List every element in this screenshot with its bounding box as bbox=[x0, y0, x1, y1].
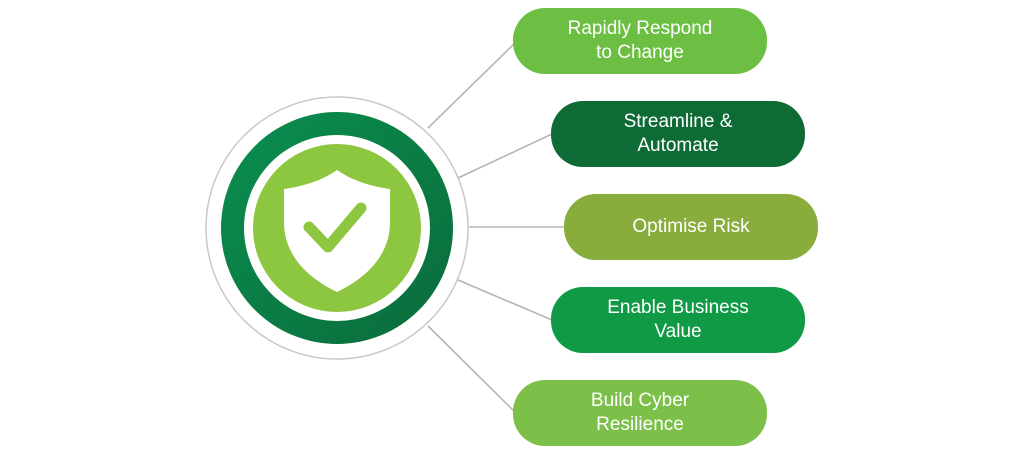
shield-check-icon bbox=[284, 170, 390, 292]
pill-label: Rapidly Respond to Change bbox=[567, 18, 713, 63]
connector-line-5 bbox=[427, 325, 517, 414]
pill-build-cyber-resilience: Build Cyber Resilience bbox=[513, 380, 767, 446]
pill-label: Build Cyber Resilience bbox=[590, 390, 690, 435]
pill-label: Enable Business Value bbox=[607, 297, 749, 342]
pill-label: Streamline & Automate bbox=[623, 111, 733, 156]
center-emblem bbox=[205, 96, 469, 360]
pill-rapidly-respond: Rapidly Respond to Change bbox=[513, 8, 767, 74]
pill-enable-business-value: Enable Business Value bbox=[551, 287, 805, 353]
pill-optimise-risk: Optimise Risk bbox=[564, 194, 818, 260]
connector-lines bbox=[427, 41, 565, 414]
pill-label: Optimise Risk bbox=[632, 216, 750, 237]
connector-line-1 bbox=[427, 41, 517, 129]
connector-line-4 bbox=[457, 279, 553, 321]
pill-streamline-automate: Streamline & Automate bbox=[551, 101, 805, 167]
connector-line-2 bbox=[457, 133, 553, 179]
